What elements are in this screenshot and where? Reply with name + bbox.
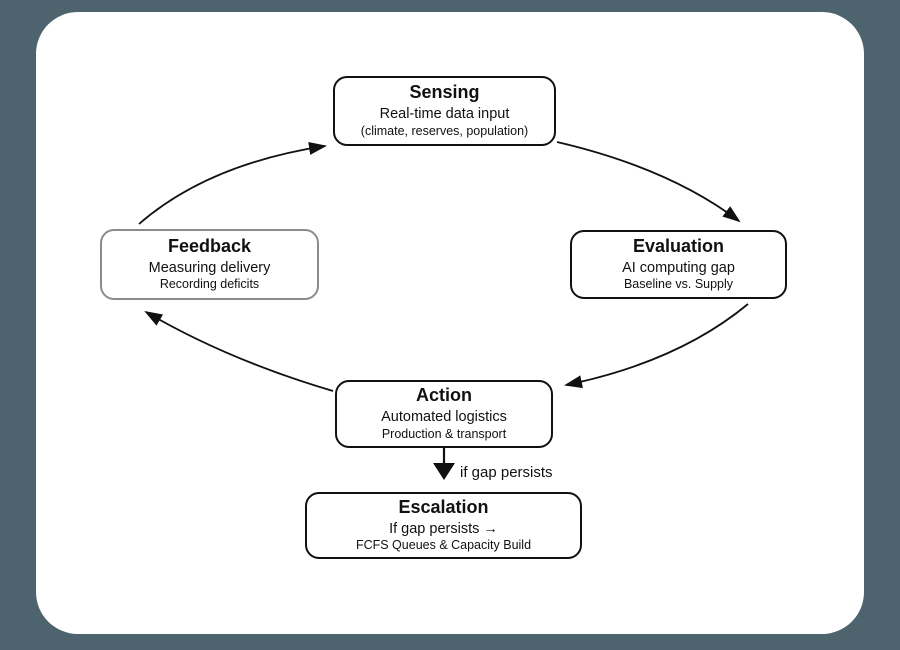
node-feedback-subtitle: Measuring delivery [148,259,271,276]
node-action: Action Automated logistics Production & … [335,380,553,448]
node-evaluation: Evaluation AI computing gap Baseline vs.… [570,230,787,299]
node-escalation: Escalation If gap persists → FCFS Queues… [305,492,582,559]
node-escalation-subtitle: If gap persists → [389,520,498,537]
edge-label-if-gap-persists: if gap persists [460,464,553,481]
node-sensing-title: Sensing [409,82,480,103]
node-evaluation-title: Evaluation [632,235,725,256]
node-action-title: Action [416,385,472,406]
node-sensing: Sensing Real-time data input (climate, r… [333,76,556,146]
node-evaluation-subtitle: AI computing gap [622,259,735,276]
node-sensing-subtitle: Real-time data input [379,106,510,123]
node-feedback-detail: Recording deficits [159,277,260,292]
node-escalation-title: Escalation [398,496,489,517]
node-feedback-title: Feedback [167,235,252,256]
node-action-detail: Production & transport [381,426,507,441]
node-sensing-detail: (climate, reserves, population) [360,123,529,138]
node-action-subtitle: Automated logistics [381,409,507,426]
node-escalation-detail: FCFS Queues & Capacity Build [355,538,532,553]
node-evaluation-detail: Baseline vs. Supply [623,277,734,292]
node-feedback: Feedback Measuring delivery Recording de… [100,229,319,300]
